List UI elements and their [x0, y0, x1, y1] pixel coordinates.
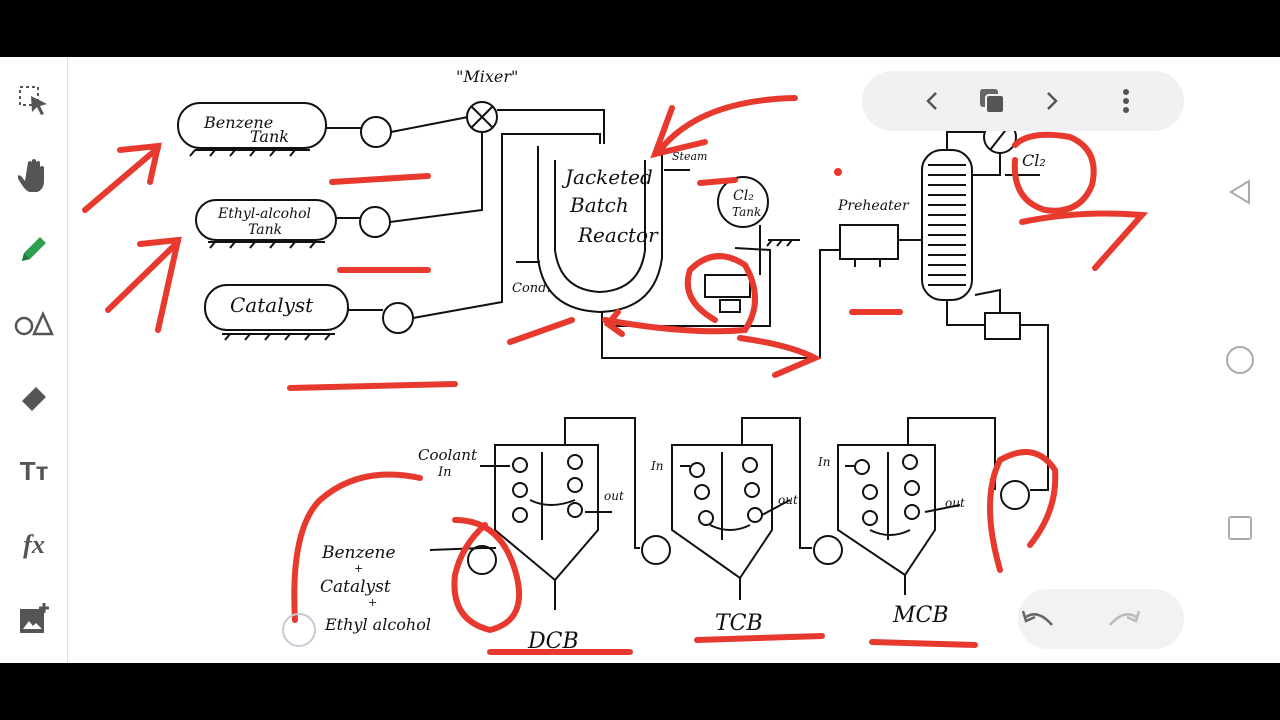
chevron-right-icon[interactable]: [1032, 81, 1072, 121]
reboiler: [984, 312, 1021, 340]
crystallizer-mcb: [837, 444, 936, 577]
shapes-icon[interactable]: [14, 303, 54, 343]
reactor-label-2: Batch: [569, 193, 629, 217]
ethyl-label-1: Ethyl-alcohol: [217, 206, 311, 222]
product-tcb: TCB: [715, 611, 763, 636]
catalyst-label: Catalyst: [230, 293, 314, 317]
reactor-label-3: Reactor: [577, 223, 659, 247]
benzene-label-1: Benzene: [203, 113, 273, 132]
pump-ethyl: [359, 206, 391, 238]
drawing-canvas[interactable]: "Mixer" Benzene Tank Ethyl-alcohol Tank …: [68, 57, 1200, 663]
text-tool-label: Tт: [19, 455, 49, 486]
red-annotations: [82, 95, 1149, 655]
benzene-label-2: Tank: [250, 127, 289, 146]
bottom-letterbox: [0, 663, 1280, 720]
ethyl-label-2: Tank: [248, 222, 282, 238]
system-navigation-bar: [1200, 57, 1280, 663]
cl2-out-label: Cl₂: [1022, 151, 1046, 170]
page-navigation-pill: [862, 71, 1184, 131]
cl2-tank-label-1: Cl₂: [733, 188, 754, 204]
more-vertical-icon[interactable]: [1106, 81, 1146, 121]
recycle-label-3: Catalyst: [320, 577, 391, 597]
out-label-dcb: out: [604, 489, 624, 503]
circle-home-icon[interactable]: [1220, 340, 1260, 380]
crystallizer-tcb: [671, 444, 773, 580]
reactor-label-1: Jacketed: [561, 165, 653, 189]
pump-benzene: [360, 116, 392, 148]
crystallizer-dcb: [494, 444, 599, 582]
undo-icon[interactable]: [1018, 599, 1058, 639]
triangle-back-icon[interactable]: [1220, 172, 1260, 212]
tool-sidebar: Tт fx: [0, 57, 68, 663]
recycle-label-2: +: [354, 562, 363, 575]
hand-icon[interactable]: [14, 155, 54, 195]
top-letterbox: [0, 0, 1280, 57]
jacketed-batch-reactor: [537, 146, 663, 314]
history-pill: [1018, 589, 1184, 649]
redo-icon[interactable]: [1104, 599, 1144, 639]
formula-tool-label: fx: [23, 530, 45, 559]
chevron-left-icon[interactable]: [912, 81, 952, 121]
in-label-tcb: In: [650, 459, 663, 473]
mixer: [466, 101, 498, 133]
catalyst-tank: [204, 284, 349, 331]
recycle-label-1: Benzene: [321, 543, 396, 563]
cl2-tank: [717, 176, 769, 228]
selection-cursor-icon[interactable]: [14, 81, 54, 121]
cond-label: Cond.: [512, 281, 551, 296]
out-label-tcb: out: [778, 493, 798, 507]
add-image-icon[interactable]: [14, 599, 54, 639]
recycle-label-5: Ethyl alcohol: [324, 615, 431, 634]
pen-cursor-indicator: [282, 613, 316, 647]
square-recents-icon[interactable]: [1220, 508, 1260, 548]
benzene-tank: [177, 102, 327, 149]
ethyl-alcohol-tank: [195, 199, 337, 241]
process-flow-diagram: "Mixer" Benzene Tank Ethyl-alcohol Tank …: [82, 67, 1149, 655]
function-icon[interactable]: fx: [14, 525, 54, 565]
cl2-tank-label-2: Tank: [732, 205, 761, 219]
pencil-icon[interactable]: [14, 229, 54, 269]
coolant-label-2: In: [437, 465, 452, 480]
out-label-mcb: out: [945, 496, 965, 510]
agitator-motor: [704, 274, 751, 298]
product-mcb: MCB: [892, 603, 949, 628]
mixer-label: "Mixer": [456, 67, 518, 86]
steam-label: Steam: [672, 150, 707, 163]
recycle-label-4: +: [368, 596, 377, 609]
coolant-label-1: Coolant: [418, 446, 478, 464]
preheater: [839, 224, 899, 260]
pages-icon[interactable]: [972, 81, 1012, 121]
preheater-label: Preheater: [837, 198, 910, 214]
pump-catalyst: [382, 302, 414, 334]
in-label-mcb: In: [817, 455, 830, 469]
text-size-icon[interactable]: Tт: [14, 451, 54, 491]
eraser-icon[interactable]: [14, 377, 54, 417]
